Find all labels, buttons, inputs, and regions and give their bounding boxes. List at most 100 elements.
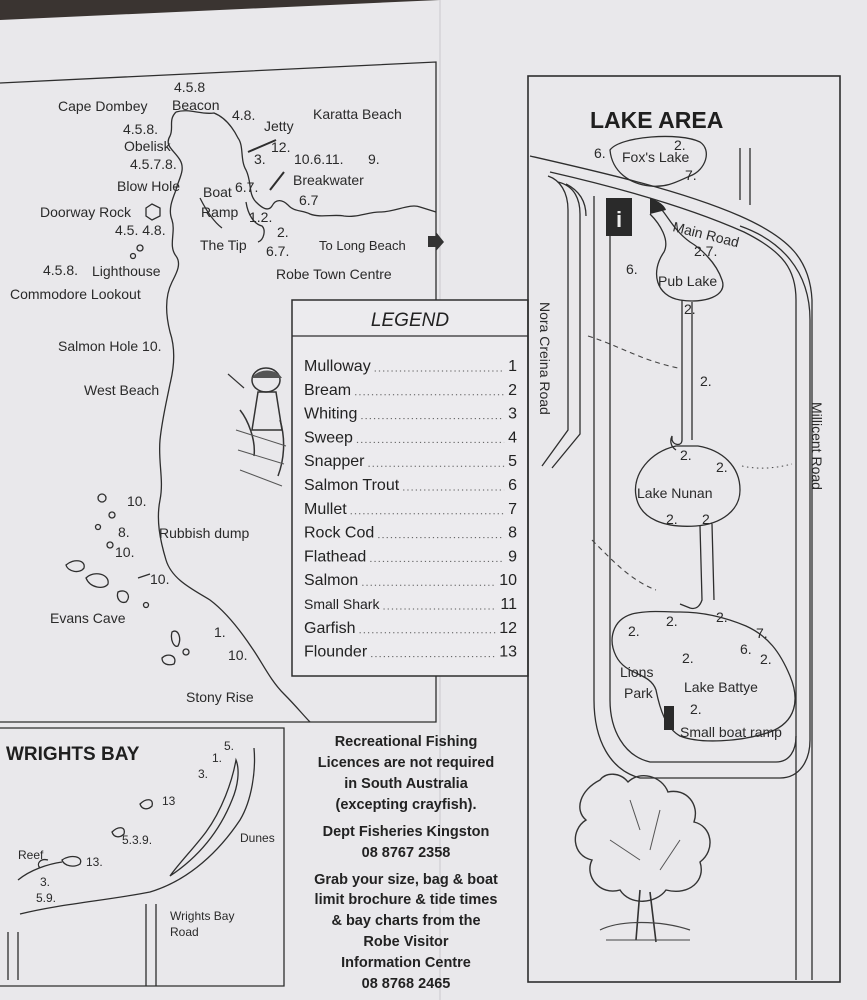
dunes-outline [169, 757, 239, 877]
legend-species-name: Sweep [304, 429, 353, 446]
info-line: (excepting crayfish). [335, 797, 476, 813]
legend-species-name: Mullet [304, 501, 347, 518]
label-number: 9. [368, 151, 380, 167]
label-number: 10. [150, 571, 169, 587]
label-number: 2. [716, 609, 728, 625]
info-line: 08 8768 2465 [362, 976, 451, 992]
legend-item: Rock Cod 8 [304, 525, 517, 542]
label-number: 12. [271, 139, 290, 155]
legend-species-name: Snapper [304, 453, 365, 470]
info-line: limit brochure & tide times [315, 892, 498, 908]
legend-species-number: 6 [508, 477, 517, 494]
info-marker [650, 198, 666, 214]
legend-species-name: Salmon [304, 572, 358, 589]
wrights-bay-map: WRIGHTS BAY 5. 1. 3. 13 5.3.9. Dunes Ree… [0, 727, 285, 987]
label-breakwater: Breakwater [293, 172, 364, 188]
legend-species-number: 9 [508, 548, 517, 565]
rock [61, 855, 82, 867]
label-number: 6. [740, 641, 752, 657]
label-number: 1. [212, 751, 222, 765]
label-doorway-rock-number: 4.5. 4.8. [115, 222, 166, 238]
legend-species-number: 3 [508, 406, 517, 423]
label-number: 2. [666, 613, 678, 629]
label-number: 2. [666, 511, 678, 527]
label-lions: Lions [620, 664, 653, 680]
rock [139, 799, 153, 810]
label-beacon: Beacon [172, 97, 219, 113]
legend-species-number: 12 [499, 620, 517, 637]
label-blow-hole: Blow Hole [117, 178, 180, 194]
label-number: 2. [760, 651, 772, 667]
label-to-long-beach: To Long Beach [319, 238, 406, 253]
label-number: 6. [626, 261, 638, 277]
label-robe-town-centre: Robe Town Centre [276, 266, 392, 282]
label-number: 5.3.9. [122, 833, 152, 847]
label-doorway-rock: Doorway Rock [40, 204, 132, 220]
breakwater-line [269, 171, 285, 191]
foxs-lake-outline [609, 135, 707, 187]
label-number: 10. [228, 647, 247, 663]
legend-species-name: Flathead [304, 548, 366, 565]
coast-map: Cape Dombey 4.5.8 Beacon 4.8. Jetty Kara… [0, 61, 444, 723]
legend-species-number: 5 [508, 453, 517, 470]
fisherman-illustration [227, 367, 287, 487]
walking-track [591, 539, 657, 591]
label-foxs-lake: Fox's Lake [622, 149, 689, 165]
rock [108, 511, 116, 519]
rock [182, 648, 190, 656]
rock [129, 252, 137, 260]
loop-road-outer [593, 196, 811, 779]
legend-title: LEGEND [371, 310, 449, 331]
boat-ramp-marker [664, 706, 674, 730]
legend-species-number: 10 [499, 572, 517, 589]
legend-species-number: 8 [508, 525, 517, 542]
label-west-beach: West Beach [84, 382, 159, 398]
info-line: Recreational Fishing [335, 734, 478, 750]
legend-species-name: Whiting [304, 406, 357, 423]
wrights-bay-border [0, 727, 285, 987]
info-icon [606, 198, 632, 236]
label-lighthouse: Lighthouse [92, 263, 161, 279]
label-number: 8. [118, 524, 130, 540]
wrights-bay-reef [17, 858, 63, 881]
rock [106, 541, 114, 549]
legend-item: Flounder 13 [304, 644, 517, 661]
wrights-bay-road [145, 904, 157, 986]
jetty-line [247, 139, 277, 153]
label-lake-battye: Lake Battye [684, 679, 758, 695]
coastline [157, 110, 437, 723]
legend-item: Snapper 5 [304, 453, 517, 470]
label-number: 6.7 [299, 192, 319, 208]
label-number: 2. [682, 650, 694, 666]
creek-channel [679, 523, 715, 610]
label-small-boat-ramp: Small boat ramp [680, 724, 782, 740]
label-number: 1. [214, 624, 226, 640]
info-line: Licences are not required [318, 755, 494, 771]
legend-species-name: Rock Cod [304, 525, 374, 542]
label-reef: Reef [18, 848, 44, 862]
rock [116, 590, 130, 604]
label-number: 1.2. [249, 209, 272, 225]
label-number: 6. [594, 145, 606, 161]
legend-species-name: Flounder [304, 644, 368, 661]
rock [161, 654, 176, 666]
label-wrights-bay-road: Wrights Bay [170, 909, 234, 923]
label-number: 2. [702, 511, 714, 527]
legend-species-name: Mulloway [304, 358, 371, 375]
legend-item: Whiting 3 [304, 406, 517, 423]
label-number: 10. [115, 544, 134, 560]
legend-box [291, 299, 529, 677]
rock [136, 244, 144, 252]
label-number: 2. [680, 447, 692, 463]
label-salmon-hole: Salmon Hole 10. [58, 338, 162, 354]
label-beacon-number: 4.5.8 [174, 79, 205, 95]
doorway-rock [145, 203, 161, 221]
label-number: 2. [628, 623, 640, 639]
legend-species-number: 1 [508, 358, 517, 375]
legend-species-number: 13 [499, 644, 517, 661]
lake-area-title: LAKE AREA [590, 107, 723, 133]
label-jetty-number: 4.8. [232, 107, 255, 123]
